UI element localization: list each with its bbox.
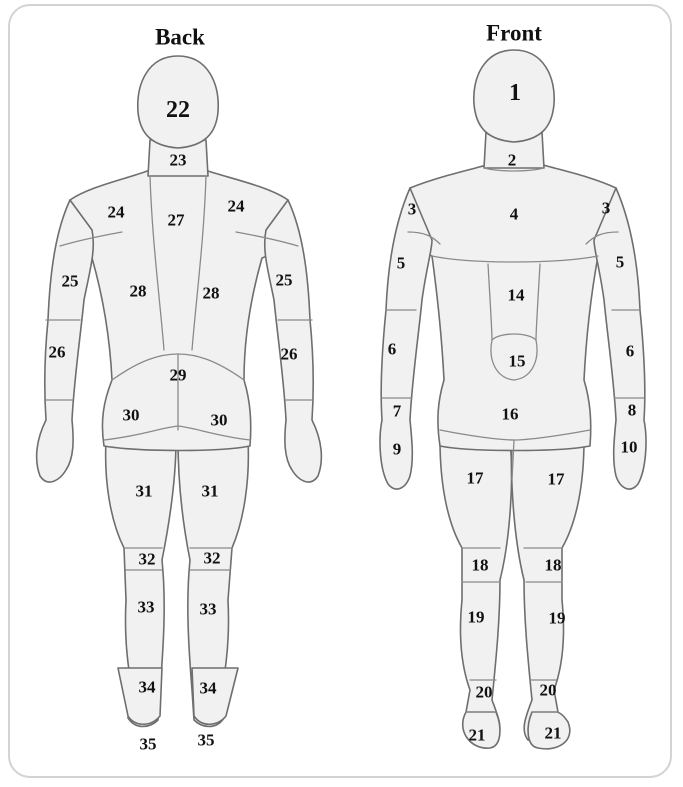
- region-label: 18: [472, 557, 489, 574]
- region-label: 5: [397, 255, 406, 272]
- region-label: 3: [408, 201, 417, 218]
- region-label: 17: [467, 470, 484, 487]
- region-label: 34: [200, 680, 217, 697]
- region-label: 32: [204, 550, 221, 567]
- region-label: 20: [540, 682, 557, 699]
- region-label: 29: [170, 367, 187, 384]
- region-label: 26: [281, 346, 298, 363]
- region-label: 24: [228, 198, 245, 215]
- region-label: 15: [509, 353, 526, 370]
- region-label: 16: [502, 406, 519, 423]
- region-label: 22: [166, 98, 190, 122]
- region-label: 33: [200, 601, 217, 618]
- back-right-arm: [265, 200, 322, 482]
- back-title: Back: [155, 26, 205, 49]
- region-label: 30: [123, 407, 140, 424]
- region-label: 25: [276, 272, 293, 289]
- region-label: 35: [198, 732, 215, 749]
- region-label: 9: [393, 441, 402, 458]
- region-label: 5: [616, 254, 625, 271]
- region-label: 6: [388, 341, 397, 358]
- region-label: 35: [140, 736, 157, 753]
- region-label: 3: [602, 200, 611, 217]
- region-label: 19: [549, 610, 566, 627]
- region-label: 20: [476, 684, 493, 701]
- front-title: Front: [486, 22, 542, 45]
- region-label: 21: [545, 725, 562, 742]
- region-label: 17: [548, 471, 565, 488]
- back-left-arm: [37, 200, 94, 482]
- region-label: 18: [545, 557, 562, 574]
- region-label: 2: [508, 152, 517, 169]
- region-label: 34: [139, 679, 156, 696]
- region-label: 31: [202, 483, 219, 500]
- region-label: 27: [168, 212, 185, 229]
- region-label: 31: [136, 483, 153, 500]
- region-label: 1: [509, 81, 521, 105]
- region-label: 25: [62, 273, 79, 290]
- region-label: 26: [49, 344, 66, 361]
- region-label: 21: [469, 727, 486, 744]
- region-label: 14: [508, 287, 525, 304]
- region-label: 23: [170, 152, 187, 169]
- region-label: 32: [139, 551, 156, 568]
- region-label: 28: [130, 283, 147, 300]
- region-label: 10: [621, 439, 638, 456]
- region-label: 6: [626, 343, 635, 360]
- region-label: 24: [108, 204, 125, 221]
- region-label: 28: [203, 285, 220, 302]
- region-label: 30: [211, 412, 228, 429]
- region-label: 7: [393, 403, 402, 420]
- region-label: 33: [138, 599, 155, 616]
- region-label: 4: [510, 206, 519, 223]
- region-label: 8: [628, 402, 637, 419]
- region-label: 19: [468, 609, 485, 626]
